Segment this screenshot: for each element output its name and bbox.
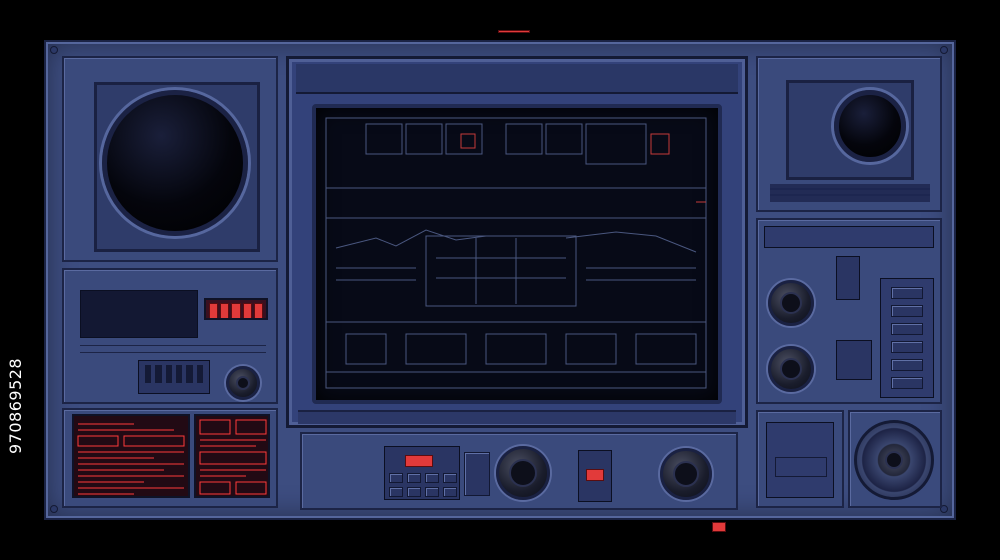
keypad-button[interactable] <box>425 473 439 483</box>
right-lower-knob-icon[interactable] <box>768 346 814 392</box>
crt-lower-lip <box>298 410 736 424</box>
keypad-button[interactable] <box>407 473 421 483</box>
screw <box>940 505 948 513</box>
left-knob-icon[interactable] <box>226 366 260 400</box>
screw <box>50 46 58 54</box>
bottom-indicator-led <box>712 522 726 532</box>
right-small-panel <box>836 340 872 380</box>
left-red-data-display <box>72 414 190 498</box>
left-readout-window <box>80 290 198 338</box>
screw <box>940 46 948 54</box>
right-porthole-icon <box>834 90 906 162</box>
right-upper-knob-icon[interactable] <box>768 280 814 326</box>
bottom-keypad <box>384 446 460 500</box>
toggle-red-indicator <box>586 469 604 481</box>
right-switch-row <box>764 226 934 248</box>
bottom-panel-door[interactable] <box>464 452 490 496</box>
right-button-column <box>880 278 934 398</box>
right-switch-block[interactable] <box>836 256 860 300</box>
left-red-button-strip <box>204 298 268 320</box>
keypad-button[interactable] <box>425 487 439 497</box>
crt-schematic-graphic <box>325 117 707 389</box>
crt-monitor-screen[interactable] <box>312 104 722 404</box>
right-meter-window <box>775 457 827 477</box>
crt-hood <box>296 64 738 94</box>
keypad-red-readout <box>405 455 433 467</box>
right-red-data-display <box>194 414 270 498</box>
bottom-right-knob-icon[interactable] <box>660 448 712 500</box>
right-vent <box>770 184 930 202</box>
stock-id-text: 970869528 <box>6 357 25 454</box>
screw <box>50 505 58 513</box>
keypad-button[interactable] <box>389 473 403 483</box>
left-fader-bank <box>138 360 210 394</box>
keypad-button[interactable] <box>407 487 421 497</box>
keypad-button[interactable] <box>443 487 457 497</box>
keypad-button[interactable] <box>389 487 403 497</box>
bottom-toggle-switch-icon[interactable] <box>578 450 612 502</box>
right-meter-block <box>766 422 834 498</box>
top-indicator-led <box>498 30 530 33</box>
keypad-button[interactable] <box>443 473 457 483</box>
left-porthole-icon <box>102 90 248 236</box>
speaker-icon <box>854 420 934 500</box>
bottom-large-knob-icon[interactable] <box>496 446 550 500</box>
left-divider <box>80 345 266 353</box>
